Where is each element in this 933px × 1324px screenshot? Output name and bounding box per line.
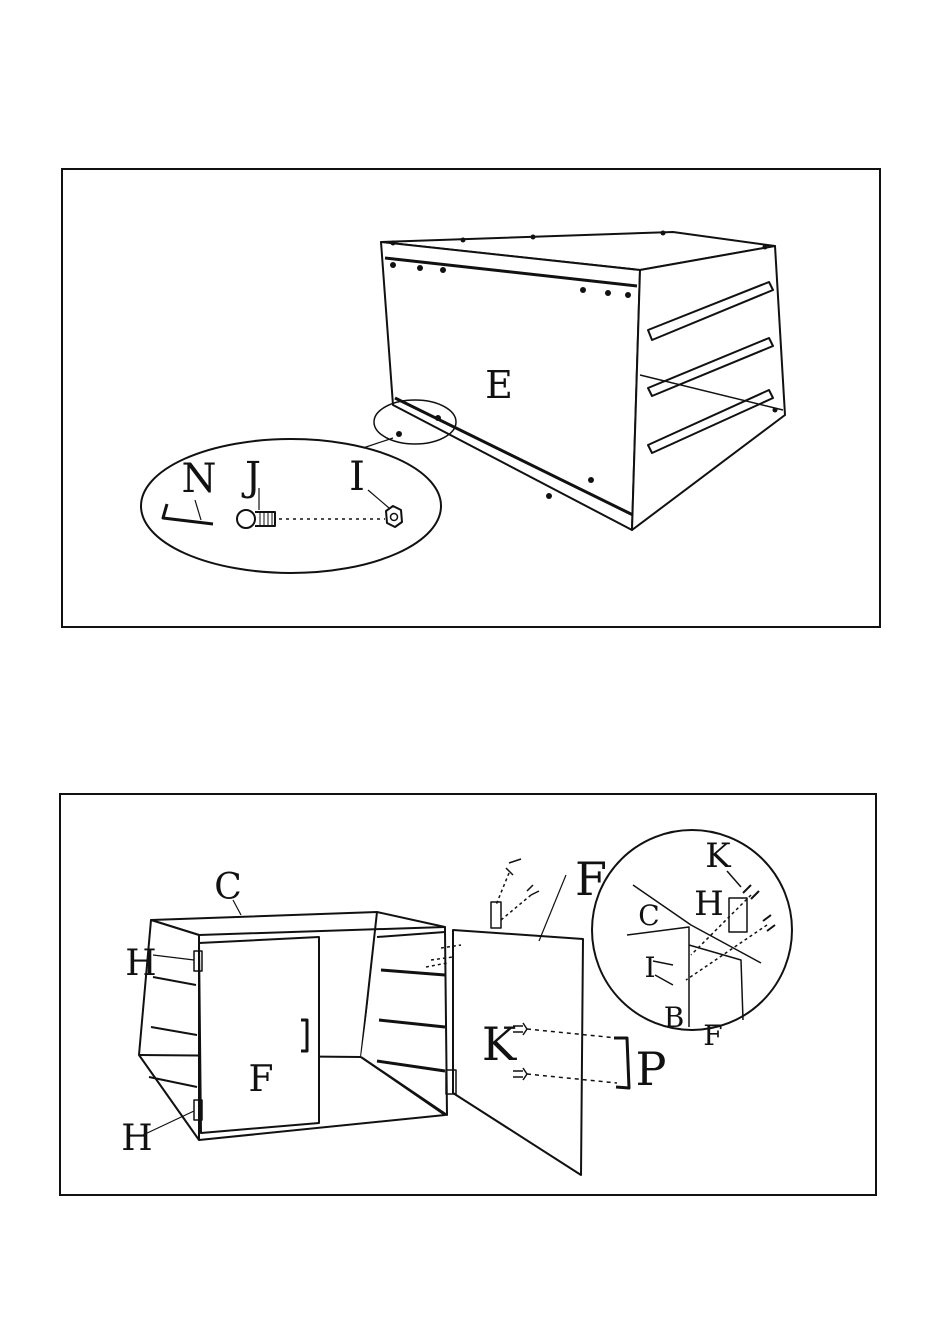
assembly-step-1-panel: E N J I [61,168,881,628]
assembly-step-2-panel: C H H F F K P K H C I B F [59,793,877,1196]
front-door-label: F [249,1059,274,1100]
screw-label: K [482,1017,518,1071]
detail-door-label: F [703,1019,722,1052]
detail-nut-label: I [644,951,655,984]
open-door-panel [453,930,583,1175]
handle-icon [614,1038,629,1088]
detail-hinge-icon [729,898,747,932]
hinge-bottom-label: H [121,1118,152,1159]
allen-key-label: N [182,456,217,502]
top-panel-label: C [214,867,242,908]
step-1-diagram: E N J I [63,170,879,626]
cabinet-body-e [381,232,785,530]
hinge-detail-circle [592,830,792,1030]
handle-label: P [636,1042,667,1096]
step-2-diagram: C H H F F K P K H C I B F [61,795,875,1194]
detail-screw-label: K [705,836,731,876]
detail-hinge-label: H [694,884,724,924]
open-door-label: F [575,852,607,906]
nut-icon [368,490,402,527]
front-door-panel [199,937,319,1133]
box-label: E [485,363,513,407]
hinge-top-label: H [125,943,156,984]
nut-label: I [349,454,365,500]
detail-side-panel-label: B [664,1001,685,1034]
allen-key-icon [163,504,213,524]
detail-top-panel-label: C [638,899,659,932]
bolt-label: J [241,454,261,500]
